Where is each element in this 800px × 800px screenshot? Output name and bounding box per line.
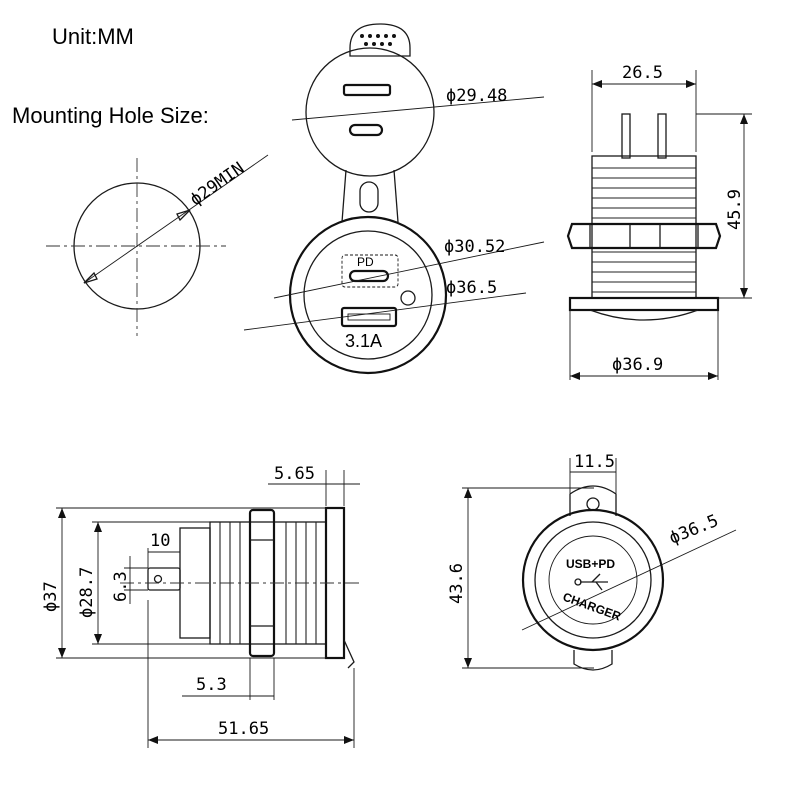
- flange-thickness-label: 5.65: [274, 464, 315, 484]
- cap-top-tab: [569, 485, 617, 516]
- nut-thickness-label: 5.3: [196, 675, 227, 695]
- side-height-label: 45.9: [725, 189, 745, 230]
- side-base-diameter-label: ϕ36.9: [612, 355, 663, 375]
- cap-text-top: USB+PD: [566, 557, 615, 571]
- cap-diameter-label: ϕ36.5: [666, 511, 721, 549]
- terminal-length-label: 10: [150, 531, 170, 551]
- terminal-width-label: 6.3: [111, 571, 131, 602]
- cap-height-label: 43.6: [447, 563, 467, 604]
- cap-outer-ring: [521, 508, 665, 652]
- side-threads: [592, 167, 696, 293]
- inner-diameter-label: ϕ30.52: [444, 237, 505, 257]
- side-width-label: 26.5: [622, 63, 663, 83]
- pd-port-outline: [341, 254, 399, 288]
- length-view: 5.65 10 6.3 ϕ28.7 ϕ37 5.3 51.65: [41, 464, 360, 748]
- cap-diameter-label: ϕ29.48: [446, 86, 507, 106]
- cap-tab-width-label: 11.5: [574, 452, 615, 472]
- cap-grip-dots: [360, 34, 396, 46]
- socket-inner-ring: [303, 230, 433, 360]
- flange-diameter-label: ϕ37: [41, 581, 61, 612]
- cap-view: USB+PD CHARGER 11.5 ϕ36.5 43.6: [447, 452, 737, 671]
- led-indicator: [400, 290, 416, 306]
- front-view: ϕ29.48 PD 3.1A ϕ30.52 ϕ36.5: [243, 23, 545, 375]
- side-threaded-body: [591, 155, 697, 299]
- cap-usb-a-plug: [342, 83, 392, 97]
- pd-port-label: PD: [357, 255, 374, 269]
- cap-strap: [341, 169, 399, 223]
- mounting-hole-leader: [83, 154, 269, 284]
- cap-text-bottom: CHARGER: [561, 590, 623, 624]
- cap-inner-ring: [534, 521, 652, 639]
- usb-symbol-icon: [574, 573, 608, 591]
- body-diameter-label: ϕ28.7: [77, 567, 97, 618]
- usb-a-port-label: 3.1A: [345, 331, 382, 351]
- mounting-hole-view: ϕ29MIN: [46, 154, 269, 336]
- side-flange: [568, 296, 720, 312]
- side-nut: [566, 222, 722, 250]
- outer-diameter-label: ϕ36.5: [446, 278, 497, 298]
- mounting-hole-diameter: ϕ29MIN: [186, 158, 248, 210]
- cap-usb-c-plug: [348, 123, 384, 137]
- pd-usb-c-port: [348, 269, 390, 283]
- length-terminal: [147, 567, 181, 591]
- mounting-hole-title: Mounting Hole Size:: [12, 103, 209, 128]
- unit-label: Unit:MM: [52, 24, 134, 49]
- total-length-label: 51.65: [218, 719, 269, 739]
- side-view: 26.5 45.9: [566, 63, 752, 380]
- cap-bottom-tab: [573, 650, 613, 671]
- cap-circle: [305, 47, 435, 177]
